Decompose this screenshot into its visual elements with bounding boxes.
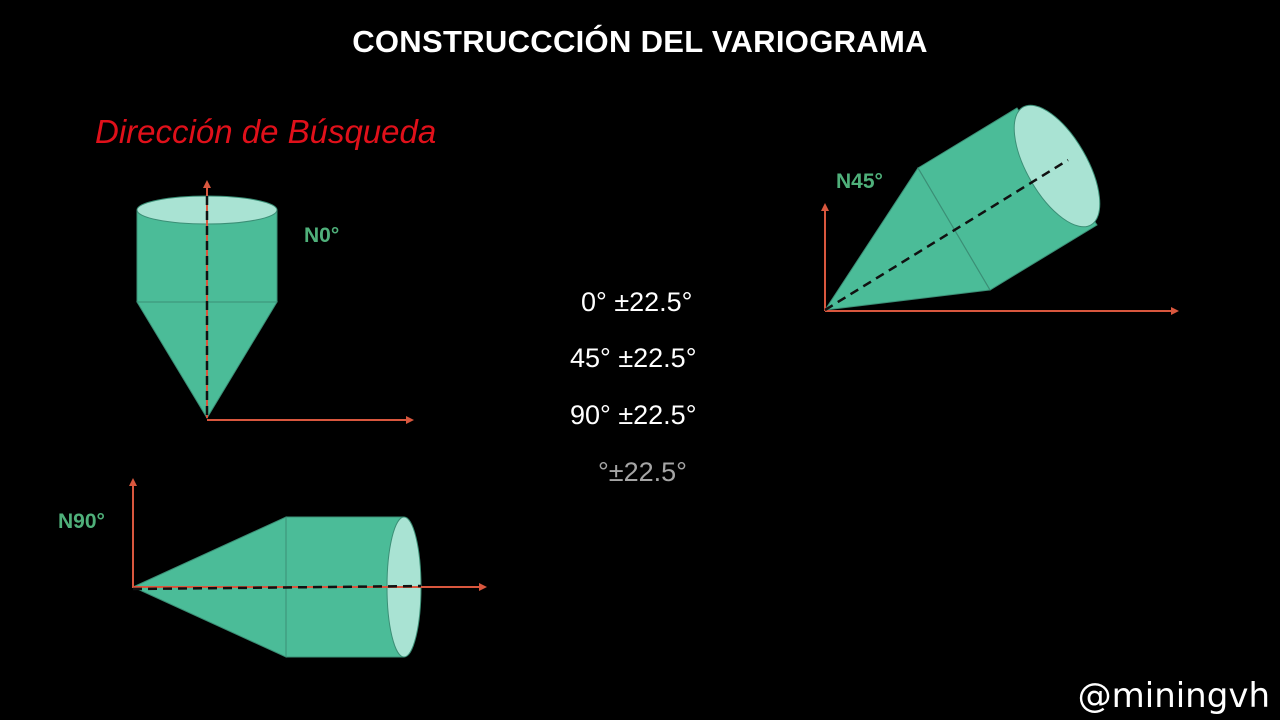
cone-n90 — [129, 478, 487, 658]
search-direction-subtitle: Dirección de Búsqueda — [95, 113, 437, 150]
angle-45: 45° ±22.5° — [570, 343, 697, 373]
cone-n0 — [136, 180, 414, 424]
slide-title: CONSTRUCCCIÓN DEL VARIOGRAMA — [352, 24, 928, 59]
label-n90: N90° — [58, 510, 105, 533]
angle-90: 90° ±22.5° — [570, 400, 697, 430]
label-n45: N45° — [836, 170, 883, 193]
direction-line — [132, 584, 422, 591]
cone-n45 — [821, 104, 1179, 315]
direction-line — [824, 158, 1069, 312]
label-n0: N0° — [304, 224, 340, 247]
watermark: @miningvh — [1077, 676, 1270, 716]
angle-135-fading: °±22.5° — [598, 457, 687, 487]
angle-0: 0° ±22.5° — [581, 287, 693, 317]
